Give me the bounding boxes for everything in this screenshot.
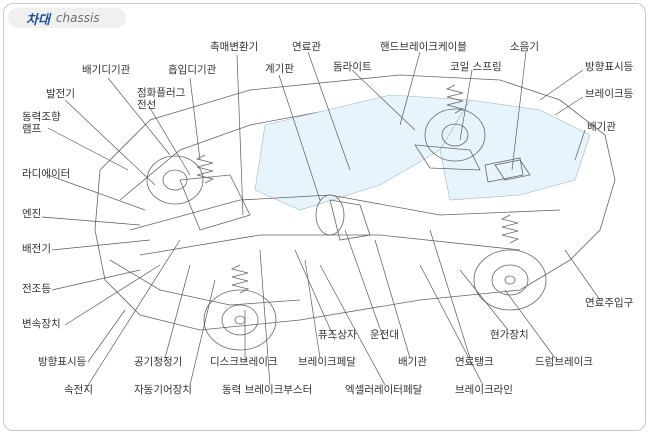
label-catalytic-converter: 촉매변환기 [210, 41, 258, 53]
label-hand-brake-cable: 핸드브레이크케이블 [380, 41, 467, 53]
label-radiator: 라디에이터 [22, 168, 70, 180]
label-intake-manifold: 흡입디기관 [168, 63, 217, 76]
label-alternator: 발전기 [46, 88, 75, 100]
label-power-brake-booster: 동력 브레이크부스터 [222, 384, 312, 396]
label-suspension: 현가장치 [490, 329, 529, 341]
rear-window [439, 99, 591, 201]
label-distributor: 배전기 [22, 243, 51, 255]
label-brake-line: 브레이크라인 [455, 384, 513, 396]
label-coil-spring: 코일 스프링 [450, 60, 502, 73]
title-korean: 차대 [26, 12, 50, 28]
label-fuel-pipe: 연료관 [292, 41, 321, 53]
label-disc-brake: 디스크브레이크 [210, 356, 278, 368]
label-brake-pedal: 브레이크페달 [298, 356, 356, 368]
windshield [254, 94, 471, 211]
part-labels: 배기디기관 흡입디기관 촉매변환기 연료관 핸드브레이크케이블 소음기 발전기 … [22, 41, 634, 396]
label-accelerator-pedal: 엑셀러레이터페달 [345, 384, 423, 396]
label-air-cleaner: 공기청정기 [134, 356, 182, 368]
label-engine: 엔진 [22, 208, 41, 220]
label-turn-signal-front: 방향표시등 [38, 356, 87, 368]
label-steering-wheel: 운전대 [370, 329, 399, 341]
label-fuel-inlet: 연료주입구 [585, 296, 634, 309]
title-pill: 차대 chassis [8, 8, 126, 28]
label-turn-signal-rear: 방향표시등 [585, 61, 634, 73]
label-fuse-box: 퓨즈상자 [318, 329, 357, 341]
label-exhaust-pipe-2: 배기관 [398, 356, 427, 368]
rear-left-wheel [473, 249, 547, 311]
label-muffler: 소음기 [510, 41, 539, 53]
muffler-shape [484, 157, 524, 183]
steering-wheel-shape [315, 194, 345, 236]
label-automatic-gear: 자동기어장치 [134, 384, 192, 396]
label-drum-brake: 드럼브레이크 [535, 355, 593, 368]
label-exhaust-pipe: 배기관 [587, 121, 616, 133]
label-fuel-tank: 연료탱크 [455, 356, 494, 368]
label-transmission: 변속장치 [22, 318, 61, 330]
car-body [94, 74, 616, 331]
title-english: chassis [55, 11, 100, 25]
rear-right-wheel [424, 108, 486, 162]
label-headlight: 전조등 [22, 283, 51, 295]
label-instrument-panel: 계기판 [265, 63, 294, 75]
leader-lines [41, 51, 601, 391]
label-speedometer: 속전지 [64, 384, 93, 396]
label-exhaust-manifold: 배기디기관 [82, 64, 131, 76]
diagram-frame [3, 3, 646, 431]
label-brake-light: 브레이크등 [585, 88, 634, 100]
front-right-wheel [146, 155, 204, 205]
label-dome-light: 돔라이트 [333, 61, 372, 73]
